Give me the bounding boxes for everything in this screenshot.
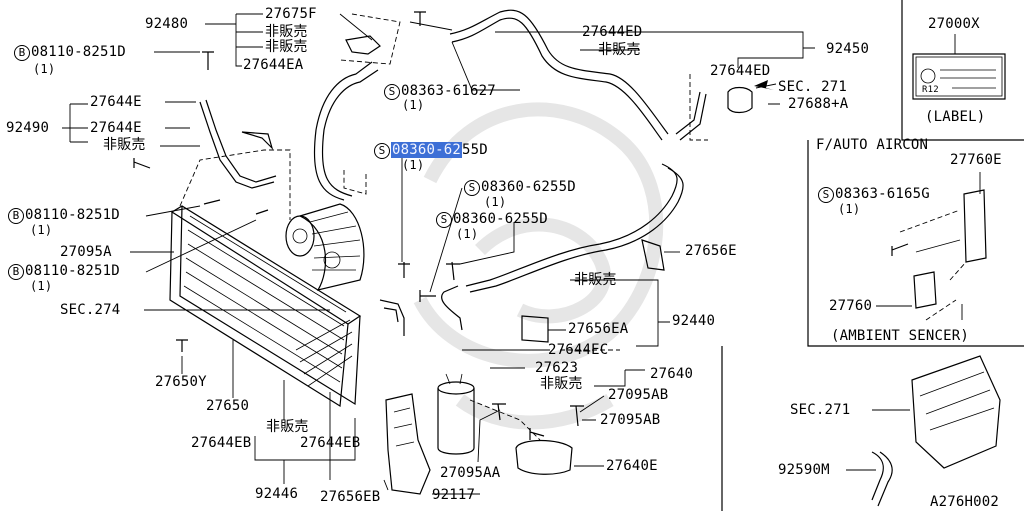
brackets bbox=[345, 35, 987, 495]
not-for-sale-note: 非販売 bbox=[266, 419, 309, 435]
part-27650y[interactable]: 27650Y bbox=[155, 374, 207, 390]
ambient-sensor-caption: (AMBIENT SENCER) bbox=[831, 328, 970, 344]
part-27644ea[interactable]: 27644EA bbox=[243, 57, 304, 73]
section-ref-271[interactable]: SEC.271 bbox=[790, 402, 851, 418]
receiver-drier bbox=[437, 373, 475, 455]
sec271-arrow bbox=[754, 80, 774, 90]
panel-borders bbox=[721, 0, 1024, 511]
bolts bbox=[133, 11, 909, 440]
part-27760e[interactable]: 27760E bbox=[950, 152, 1002, 168]
screw-part-number: 08360-6255D bbox=[453, 211, 548, 227]
bolt-part-number: 08110-8251D bbox=[31, 44, 126, 60]
part-92446[interactable]: 92446 bbox=[255, 486, 299, 502]
part-27640[interactable]: 27640 bbox=[650, 366, 694, 382]
part-27644e[interactable]: 27644E bbox=[90, 120, 142, 136]
part-27650[interactable]: 27650 bbox=[206, 398, 250, 414]
not-for-sale-note: 非販売 bbox=[598, 42, 641, 58]
label-plate-text: R12 bbox=[922, 85, 939, 95]
quantity: (1) bbox=[30, 279, 53, 293]
part-27656e[interactable]: 27656E bbox=[685, 243, 737, 259]
condenser bbox=[169, 205, 362, 408]
pipes bbox=[199, 9, 707, 336]
part-92117[interactable]: 92117 bbox=[432, 487, 476, 503]
quantity: (1) bbox=[456, 227, 479, 241]
part-27000x[interactable]: 27000X bbox=[928, 16, 980, 32]
part-92480[interactable]: 92480 bbox=[145, 16, 189, 32]
part-27640e[interactable]: 27640E bbox=[606, 458, 658, 474]
watermark-emblem bbox=[413, 102, 664, 430]
part-27656eb[interactable]: 27656EB bbox=[320, 489, 381, 505]
part-number-suffix: 55D bbox=[462, 142, 488, 158]
not-for-sale-note: 非販売 bbox=[265, 39, 308, 55]
screw-symbol-icon: S bbox=[436, 212, 452, 228]
part-27656ea[interactable]: 27656EA bbox=[568, 321, 629, 337]
part-92450[interactable]: 92450 bbox=[826, 41, 870, 57]
section-ref-271[interactable]: SEC. 271 bbox=[778, 79, 848, 95]
screw-symbol-icon: S bbox=[384, 84, 400, 100]
bolt-symbol-icon: B bbox=[8, 208, 24, 224]
screw-part-number: 08360-6255D bbox=[481, 179, 576, 195]
part-27644e[interactable]: 27644E bbox=[90, 94, 142, 110]
screw-symbol-icon: S bbox=[464, 180, 480, 196]
blower-housing bbox=[871, 355, 1001, 507]
bolt-part-number: 08110-8251D bbox=[25, 207, 120, 223]
part-27644ed[interactable]: 27644ED bbox=[582, 24, 643, 40]
quantity: (1) bbox=[402, 158, 425, 172]
compressor bbox=[285, 203, 365, 291]
not-for-sale-note: 非販売 bbox=[574, 272, 617, 288]
part-27623[interactable]: 27623 bbox=[535, 360, 579, 376]
bolt-symbol-icon: B bbox=[8, 264, 24, 280]
part-92490[interactable]: 92490 bbox=[6, 120, 50, 136]
bolt-symbol-icon: B bbox=[14, 45, 30, 61]
highlighted-part-number: 08360-62 bbox=[391, 142, 463, 158]
part-27095aa[interactable]: 27095AA bbox=[440, 465, 501, 481]
not-for-sale-note: 非販売 bbox=[540, 376, 583, 392]
screw-part-number: 08363-6165G bbox=[835, 186, 930, 202]
screw-symbol-icon: S bbox=[818, 187, 834, 203]
part-27095ab[interactable]: 27095AB bbox=[608, 387, 669, 403]
label-caption: (LABEL) bbox=[925, 109, 986, 125]
quantity: (1) bbox=[30, 223, 53, 237]
part-27095a[interactable]: 27095A bbox=[60, 244, 112, 260]
part-27095ab[interactable]: 27095AB bbox=[600, 412, 661, 428]
auto-aircon-heading: F/AUTO AIRCON bbox=[816, 137, 929, 153]
label-plate bbox=[912, 34, 1006, 100]
leader-lines bbox=[62, 13, 981, 495]
not-for-sale-note: 非販売 bbox=[103, 137, 146, 153]
part-27644eb[interactable]: 27644EB bbox=[300, 435, 361, 451]
quantity: (1) bbox=[838, 202, 861, 216]
diagram-code: A276H002 bbox=[930, 494, 1000, 510]
screw-part-number: 08363-61627 bbox=[401, 83, 496, 99]
part-27644ec[interactable]: 27644EC bbox=[548, 342, 609, 358]
part-27675f[interactable]: 27675F bbox=[265, 6, 317, 22]
part-27644ed[interactable]: 27644ED bbox=[710, 63, 771, 79]
part-92590m[interactable]: 92590M bbox=[778, 462, 830, 478]
quantity: (1) bbox=[33, 62, 56, 76]
quantity: (1) bbox=[484, 195, 507, 209]
part-27644eb[interactable]: 27644EB bbox=[191, 435, 252, 451]
part-92440[interactable]: 92440 bbox=[672, 313, 716, 329]
part-27688a[interactable]: 27688+A bbox=[788, 96, 849, 112]
screw-symbol-icon: S bbox=[374, 143, 390, 159]
not-for-sale-note: 非販売 bbox=[265, 24, 308, 40]
bolt-part-number: 08110-8251D bbox=[25, 263, 120, 279]
section-ref-274[interactable]: SEC.274 bbox=[60, 302, 121, 318]
quantity: (1) bbox=[402, 98, 425, 112]
part-27760[interactable]: 27760 bbox=[829, 298, 873, 314]
